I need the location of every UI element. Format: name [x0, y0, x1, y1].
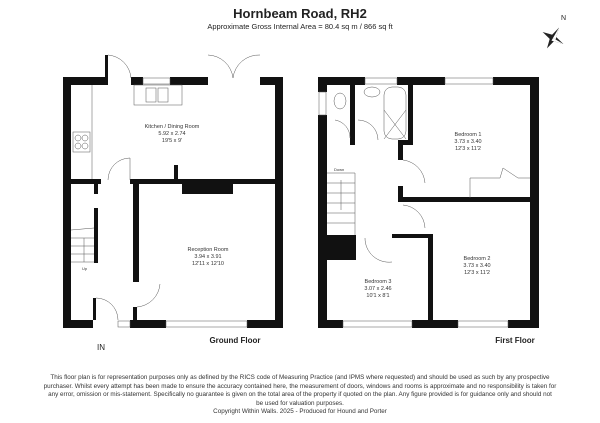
plan-title: Hornbeam Road, RH2	[233, 6, 367, 21]
room-reception: Reception Room 3.94 x 3.91 12'11 x 12'10	[188, 247, 229, 267]
ground-floor-details	[70, 54, 261, 328]
stairs-up-label: Up	[82, 266, 88, 271]
svg-text:12'3 x 11'2: 12'3 x 11'2	[464, 270, 490, 276]
gross-area: Approximate Gross Internal Area = 80.4 s…	[207, 22, 393, 31]
copyright: Copyright Within Walls. 2025 - Produced …	[213, 408, 387, 416]
disclaimer-line: any error, omission or mis-statement. Sp…	[48, 391, 552, 399]
stairs-down-label: Down	[334, 167, 344, 172]
room-bedroom-1: Bedroom 1 3.73 x 3.40 12'3 x 11'2	[454, 132, 481, 152]
svg-text:19'5 x 9': 19'5 x 9'	[162, 138, 182, 144]
svg-text:12'11 x 12'10: 12'11 x 12'10	[192, 261, 224, 267]
svg-text:Reception Room: Reception Room	[188, 247, 229, 253]
room-bedroom-2: Bedroom 2 3.73 x 3.40 12'3 x 11'2	[463, 256, 490, 276]
ground-floor-plan	[63, 55, 283, 328]
ground-floor-label: Ground Floor	[209, 336, 260, 345]
disclaimer-line: purchaser. Whilst every attempt has been…	[43, 382, 557, 390]
svg-text:3.07 x 2.46: 3.07 x 2.46	[364, 286, 391, 292]
compass-north-label: N	[561, 15, 566, 22]
svg-text:10'1 x 8'1: 10'1 x 8'1	[366, 293, 389, 299]
svg-text:Bedroom 2: Bedroom 2	[464, 256, 491, 262]
svg-text:3.73 x 3.40: 3.73 x 3.40	[463, 263, 490, 269]
svg-text:5.92 x 2.74: 5.92 x 2.74	[158, 131, 185, 137]
disclaimer: This floor plan is for representation pu…	[40, 374, 560, 417]
svg-text:3.94 x 3.91: 3.94 x 3.91	[194, 254, 221, 260]
svg-text:3.73 x 3.40: 3.73 x 3.40	[454, 139, 481, 145]
room-bedroom-3: Bedroom 3 3.07 x 2.46 10'1 x 8'1	[364, 279, 391, 299]
disclaimer-line: be used for valuation purposes.	[256, 399, 344, 407]
svg-text:Bedroom 3: Bedroom 3	[365, 279, 392, 285]
room-kitchen-dining: Kitchen / Dining Room 5.92 x 2.74 19'5 x…	[145, 124, 200, 144]
svg-text:Kitchen / Dining Room: Kitchen / Dining Room	[145, 124, 200, 130]
svg-text:Bedroom 1: Bedroom 1	[455, 132, 482, 138]
first-floor-details	[318, 77, 530, 328]
entrance-label: IN	[97, 343, 105, 352]
compass-icon	[542, 27, 564, 49]
disclaimer-line: This floor plan is for representation pu…	[50, 374, 550, 381]
first-floor-label: First Floor	[495, 336, 535, 345]
svg-text:12'3 x 11'2: 12'3 x 11'2	[455, 146, 481, 152]
first-floor-plan	[318, 77, 539, 328]
